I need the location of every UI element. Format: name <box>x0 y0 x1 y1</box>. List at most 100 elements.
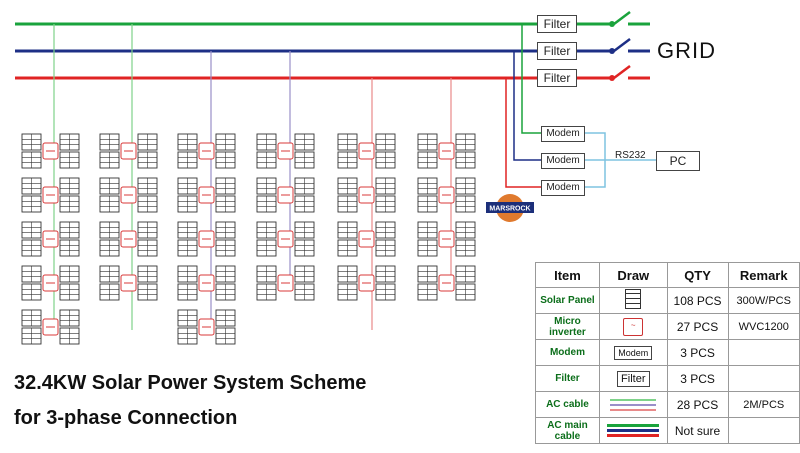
micro-inverter-icon <box>120 142 137 160</box>
solar-panel <box>99 265 120 283</box>
switch-blade-blue <box>613 38 631 52</box>
solar-panel <box>177 221 198 239</box>
legend-remark: WVC1200 <box>727 313 800 340</box>
modem-link-1 <box>585 132 606 160</box>
grid-label: GRID <box>657 38 716 63</box>
solar-panel <box>21 265 42 283</box>
legend-item: AC cable <box>535 391 600 418</box>
solar-panel <box>337 133 358 151</box>
solar-panel <box>337 195 358 213</box>
modem-tap-green <box>521 24 541 134</box>
solar-panel <box>256 283 277 301</box>
micro-inverter-icon <box>438 274 455 292</box>
modem-draw-box: Modem <box>614 346 653 360</box>
solar-panel <box>375 221 396 239</box>
solar-panel <box>375 239 396 257</box>
solar-panel <box>59 151 80 169</box>
legend-header-row: Item Draw QTY Remark <box>535 262 800 288</box>
solar-panel <box>375 265 396 283</box>
solar-panel <box>21 221 42 239</box>
solar-panel <box>256 177 277 195</box>
micro-inverter-icon <box>42 186 59 204</box>
legend-draw <box>598 287 668 314</box>
solar-panel <box>455 221 476 239</box>
micro-inverter-icon <box>42 318 59 336</box>
solar-panel <box>375 283 396 301</box>
legend-row-filter: Filter Filter 3 PCS <box>535 365 800 392</box>
micro-inverter-icon <box>120 230 137 248</box>
solar-panel <box>177 309 198 327</box>
solar-panel <box>137 265 158 283</box>
legend-draw <box>598 417 668 444</box>
solar-panel <box>256 133 277 151</box>
micro-inverter-icon <box>277 274 294 292</box>
svg-text:MARSROCK: MARSROCK <box>489 206 530 213</box>
legend-row-micro-inverter: Micro inverter ~ 27 PCS WVC1200 <box>535 313 800 340</box>
legend-remark <box>727 339 800 366</box>
modem-tap-blue <box>513 51 541 161</box>
micro-inverter-icon <box>198 230 215 248</box>
ac-cable-icon <box>603 398 664 411</box>
modem-tap-red <box>505 78 541 188</box>
legend-remark: 2M/PCS <box>727 391 800 418</box>
solar-panel <box>337 239 358 257</box>
legend-item: Filter <box>535 365 600 392</box>
micro-inverter-icon <box>277 230 294 248</box>
legend-header-remark: Remark <box>727 262 800 288</box>
legend-qty: 3 PCS <box>666 365 729 392</box>
solar-panel <box>21 133 42 151</box>
solar-panel <box>215 177 236 195</box>
solar-panel <box>177 265 198 283</box>
micro-inverter-icon <box>198 274 215 292</box>
solar-panel <box>294 177 315 195</box>
modem-link-3 <box>585 160 606 188</box>
legend-qty: 3 PCS <box>666 339 729 366</box>
filter-draw-box: Filter <box>617 370 650 387</box>
solar-panel <box>177 133 198 151</box>
solar-panel <box>455 151 476 169</box>
solar-panel <box>337 151 358 169</box>
solar-panel <box>215 327 236 345</box>
solar-panel <box>256 239 277 257</box>
solar-panel <box>455 177 476 195</box>
micro-inverter-icon <box>42 230 59 248</box>
legend-item: Solar Panel <box>535 287 600 314</box>
micro-inverter-icon <box>120 186 137 204</box>
phase-bus-lines <box>15 22 610 80</box>
solar-panel <box>455 133 476 151</box>
solar-panel <box>215 309 236 327</box>
solar-panel <box>21 151 42 169</box>
micro-inverter-icon <box>358 230 375 248</box>
solar-panel <box>337 265 358 283</box>
solar-panel <box>256 265 277 283</box>
legend-table: Item Draw QTY Remark Solar Panel 108 PCS… <box>535 262 800 444</box>
micro-inverter-icon <box>438 186 455 204</box>
micro-inverter-icon: ~ <box>623 318 644 336</box>
solar-panel <box>417 133 438 151</box>
legend-header-qty: QTY <box>666 262 729 288</box>
micro-inverter-icon <box>42 142 59 160</box>
solar-panel <box>99 195 120 213</box>
solar-panel <box>455 283 476 301</box>
solar-panel <box>99 221 120 239</box>
legend-header-item: Item <box>535 262 600 288</box>
switch-node-red <box>609 75 615 81</box>
modem-box-1: Modem <box>541 126 585 142</box>
solar-panel <box>294 239 315 257</box>
solar-panel <box>99 177 120 195</box>
micro-inverter-icon <box>358 142 375 160</box>
solar-panel <box>417 151 438 169</box>
solar-panel <box>177 283 198 301</box>
solar-panel <box>417 177 438 195</box>
micro-inverter-icon <box>438 230 455 248</box>
micro-inverter-icon <box>120 274 137 292</box>
legend-draw: Filter <box>598 365 668 392</box>
micro-inverter-icon <box>42 274 59 292</box>
solar-panel <box>137 151 158 169</box>
solar-panel <box>294 151 315 169</box>
solar-panel <box>21 177 42 195</box>
solar-panel <box>59 309 80 327</box>
legend-row-ac-main-cable: AC main cable Not sure <box>535 417 800 444</box>
